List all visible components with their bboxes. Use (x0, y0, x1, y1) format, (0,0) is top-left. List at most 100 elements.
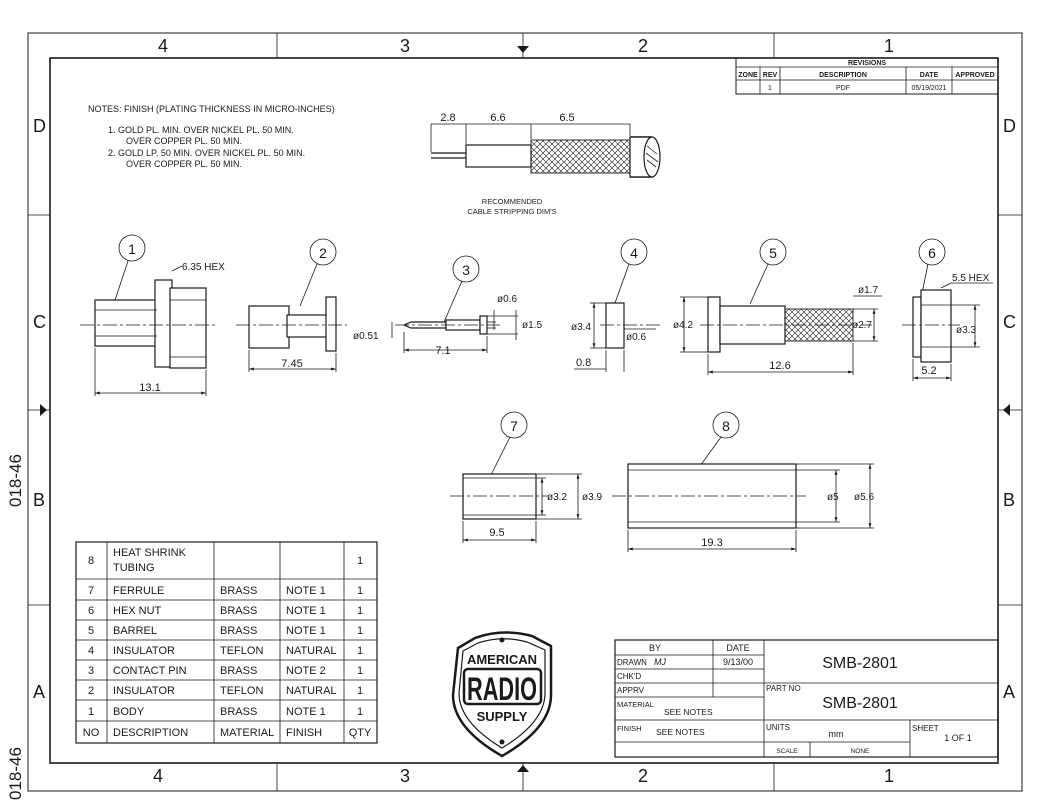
logo-line-2: RADIO (467, 671, 537, 707)
part-3-dim: ø0.6 (497, 294, 517, 305)
rev-header: DESCRIPTION (819, 72, 867, 79)
bom-cell: TUBING (113, 562, 155, 574)
center-arrow-right (1003, 404, 1010, 416)
zone-col-bottom: 1 (884, 766, 894, 786)
bom-cell: CONTACT PIN (113, 665, 187, 677)
rev-cell: 1 (768, 85, 772, 92)
bom-cell: BARREL (113, 625, 157, 637)
bom-cell: BRASS (220, 585, 257, 597)
bom-header: MATERIAL (220, 727, 274, 739)
part-8-dim: 19.3 (701, 537, 722, 549)
bom-cell: FERRULE (113, 585, 164, 597)
zone-col-bottom: 3 (400, 766, 410, 786)
note-line: 2. GOLD LP. 50 MIN. OVER NICKEL PL. 50 M… (108, 148, 305, 158)
part-6-dim: 5.5 HEX (952, 273, 990, 284)
balloon-number: 2 (319, 245, 327, 261)
bom-cell: 1 (357, 585, 363, 597)
bom-cell: 2 (88, 685, 94, 697)
zone-col-top: 2 (638, 36, 648, 56)
note-line: OVER COPPER PL. 50 MIN. (126, 159, 242, 169)
zone-row-right: A (1003, 682, 1015, 702)
zone-col-top: 1 (884, 36, 894, 56)
tb-drawn-date: 9/13/00 (723, 657, 753, 667)
part-8-heat-shrink: 8 ø5 ø5.6 19.3 (612, 411, 874, 552)
rev-header: REV (763, 72, 778, 79)
bom-cell: NOTE 1 (286, 605, 326, 617)
part-8-dim: ø5 (827, 492, 839, 503)
bom-cell: 7 (88, 585, 94, 597)
bom-cell: NOTE 1 (286, 625, 326, 637)
balloon-number: 1 (128, 241, 136, 257)
balloon-number: 5 (769, 245, 777, 261)
tb-drawn-by: MJ (654, 657, 666, 667)
inner-border (49, 57, 999, 764)
bom-cell: HEX NUT (113, 605, 162, 617)
part-2-dim: 7.45 (281, 358, 302, 370)
part-1-dim: 13.1 (139, 382, 160, 394)
bom-cell: 1 (88, 706, 94, 718)
bom-cell: BRASS (220, 665, 257, 677)
tb-units-label: UNITS (766, 723, 790, 732)
tb-chkd-label: CHK'D (617, 672, 641, 681)
bom-cell: 1 (357, 605, 363, 617)
zone-row-left: C (33, 312, 46, 332)
tb-part-no-label: PART NO (766, 684, 801, 693)
part-7-dim: ø3.9 (582, 492, 602, 503)
part-3-dim: ø1.5 (522, 320, 542, 331)
part-1-body: 1 6.35 HEX 13.1 (80, 234, 225, 396)
part-2-insulator: 2 7.45 (236, 238, 347, 372)
bom-cell: BRASS (220, 625, 257, 637)
balloon-number: 7 (510, 418, 518, 434)
side-label-upper: 018-46 (6, 454, 25, 507)
part-5-dim: ø1.7 (858, 285, 878, 296)
zone-col-top: 3 (400, 36, 410, 56)
zone-row-right: B (1003, 490, 1015, 510)
part-4-dim: 0.8 (576, 357, 591, 369)
center-arrow-bottom (517, 765, 529, 772)
bom-cell: 1 (357, 625, 363, 637)
part-5-dim: ø4.2 (673, 320, 693, 331)
part-5-dim: ø2.7 (852, 320, 872, 331)
bom-cell: HEAT SHRINK (113, 547, 187, 559)
bom-header: QTY (349, 727, 372, 739)
zone-ticks (28, 33, 1022, 791)
rev-header: DATE (920, 72, 939, 79)
outer-border (27, 32, 1023, 792)
bom-cell: BRASS (220, 706, 257, 718)
bom-cell: INSULATOR (113, 645, 175, 657)
bom-cell: 1 (357, 685, 363, 697)
note-line: OVER COPPER PL. 50 MIN. (126, 136, 242, 146)
bom-cell: BRASS (220, 605, 257, 617)
balloon-number: 4 (630, 245, 638, 261)
zone-col-bottom: 2 (638, 766, 648, 786)
bom-cell: NATURAL (286, 645, 337, 657)
bom-cell: NOTE 2 (286, 665, 326, 677)
cable-dim: 2.8 (440, 112, 455, 124)
part-3-dim: 7.1 (435, 345, 450, 357)
tb-part-no: SMB-2801 (822, 695, 898, 712)
zone-col-bottom: 4 (153, 766, 163, 786)
part-5-barrel: 5 ø4.2 ø1.7 ø2.7 12.6 (673, 238, 882, 375)
cable-dim: 6.6 (490, 112, 505, 124)
bom-cell: NOTE 1 (286, 706, 326, 718)
revisions-block: REVISIONS ZONE REV DESCRIPTION DATE APPR… (735, 57, 999, 95)
rev-header: APPROVED (955, 72, 994, 79)
zone-row-right: C (1003, 312, 1016, 332)
cable-stripping-view: 2.8 6.6 6.5 RECOMMENDED CABLE STRIPPING … (430, 112, 661, 216)
tb-sheet-label: SHEET (912, 724, 939, 733)
tb-scale-label: SCALE (776, 748, 798, 755)
note-line: 1. GOLD PL. MIN. OVER NICKEL PL. 50 MIN. (108, 125, 294, 135)
tb-sheet-value: 1 OF 1 (944, 733, 972, 743)
bom-cell: TEFLON (220, 685, 263, 697)
part-1-dim: 6.35 HEX (182, 262, 225, 273)
zone-row-left: B (33, 490, 45, 510)
bom-cell: 1 (357, 665, 363, 677)
part-6-dim: ø3.3 (956, 325, 976, 336)
zone-col-top: 4 (158, 36, 168, 56)
logo-line-1: AMERICAN (467, 652, 537, 667)
center-arrow-left (40, 404, 47, 416)
company-logo: AMERICAN RADIO SUPPLY (451, 631, 553, 758)
bom-header: NO (83, 727, 100, 739)
tb-finish-value: SEE NOTES (656, 727, 705, 737)
